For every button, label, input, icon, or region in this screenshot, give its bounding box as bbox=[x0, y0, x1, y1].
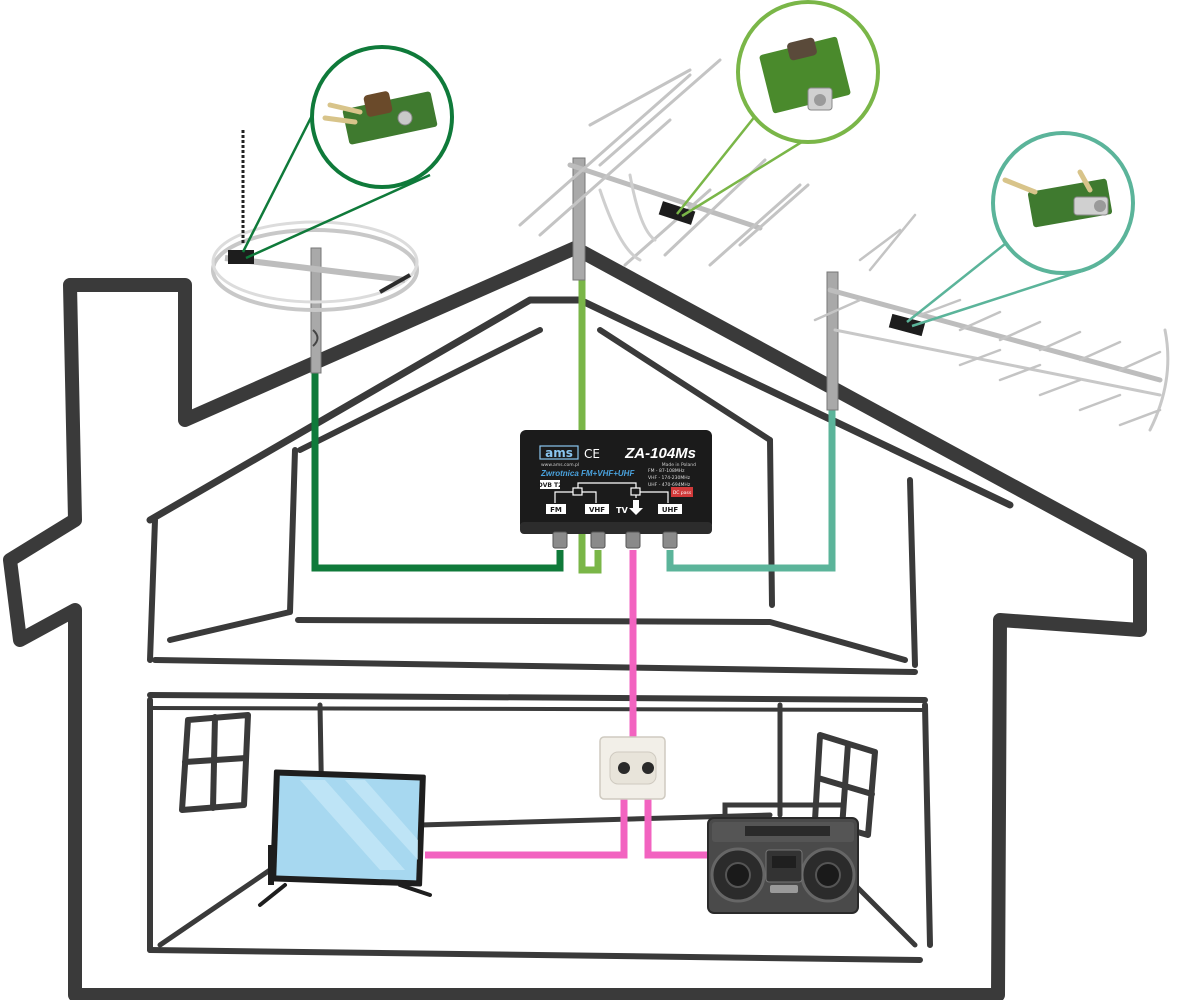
combiner-port-tv-label: TV bbox=[616, 506, 628, 515]
room-floor-perspective-right bbox=[847, 877, 918, 948]
port-uhf-connector bbox=[662, 531, 678, 549]
room-floor bbox=[147, 947, 923, 963]
attic-right-wall bbox=[907, 477, 918, 668]
combiner-box: ams CE ZA-104Ms www.ams.com.pl Made in P… bbox=[520, 430, 712, 549]
port-tv-connector bbox=[625, 531, 641, 549]
combiner-ce-mark: CE bbox=[584, 447, 600, 461]
vhf-zoom-line-2 bbox=[681, 138, 806, 218]
combiner-brand: ams bbox=[545, 446, 573, 460]
uhf-cable bbox=[666, 410, 836, 572]
fm-cable bbox=[311, 370, 564, 572]
attic-left-wall bbox=[147, 517, 158, 663]
combiner-band-vhf: VHF - 174-230MHz bbox=[648, 475, 691, 481]
uhf-zoom-line-2 bbox=[911, 268, 1086, 328]
vhf-yagi-antenna-icon bbox=[518, 58, 810, 281]
fm-loop-antenna-icon bbox=[211, 130, 419, 374]
cables bbox=[311, 280, 836, 859]
room-ceiling-2 bbox=[148, 706, 927, 712]
house-outline bbox=[3, 241, 1147, 1000]
boombox-radio-icon bbox=[707, 802, 859, 914]
combiner-ports bbox=[552, 531, 678, 549]
wall-socket-icon bbox=[599, 736, 666, 800]
vhf-zoom-line-1 bbox=[676, 109, 761, 215]
port-vhf-connector bbox=[590, 531, 606, 549]
tv-icon bbox=[258, 769, 432, 907]
uhf-zoom-line-1 bbox=[906, 239, 1011, 323]
uhf-yagi-antenna-icon bbox=[813, 213, 1170, 432]
combiner-band-fm: FM - 87-108MHz bbox=[648, 468, 685, 474]
combiner-port-uhf-label: UHF bbox=[662, 506, 679, 514]
window-left bbox=[179, 712, 251, 813]
vhf-module-zoom bbox=[736, 0, 880, 144]
combiner-dc-note: DC pass bbox=[673, 490, 692, 496]
room-ceiling bbox=[147, 692, 928, 703]
fm-zoom-line-2 bbox=[245, 173, 431, 260]
combiner-port-fm-label: FM bbox=[550, 506, 562, 514]
attic-floor bbox=[152, 657, 918, 675]
tv-output-arrow bbox=[629, 500, 643, 515]
combiner-dvb-logo: DVB T2 bbox=[538, 482, 563, 489]
attic-inner-slope-right bbox=[597, 327, 773, 443]
attic-inner-line-1 bbox=[167, 447, 298, 643]
uhf-module-zoom bbox=[991, 131, 1135, 275]
room-right-wall bbox=[922, 702, 933, 948]
combiner-website: www.ams.com.pl bbox=[541, 462, 579, 468]
attic-inner-line-3 bbox=[767, 437, 775, 608]
house-outer-wall bbox=[3, 241, 1147, 1000]
room-back-line bbox=[417, 812, 773, 828]
vhf-cable bbox=[578, 280, 602, 574]
combiner-model: ZA-104Ms bbox=[624, 445, 696, 462]
fm-module-zoom bbox=[310, 45, 454, 189]
port-fm-connector bbox=[552, 531, 568, 549]
attic-inner-line-2 bbox=[295, 617, 908, 663]
combiner-port-vhf-label: VHF bbox=[589, 506, 605, 514]
room-floor-perspective-left bbox=[157, 867, 273, 948]
socket-radio-port bbox=[642, 762, 654, 774]
socket-tv-port bbox=[618, 762, 630, 774]
combiner-band-uhf: UHF - 470-694MHz bbox=[648, 482, 691, 488]
inner-roof bbox=[146, 296, 1014, 524]
attic-inner-slope-left bbox=[297, 327, 543, 453]
combiner-made-in: Made in Poland bbox=[662, 462, 696, 468]
combiner-product-name: Zwrotnica FM+VHF+UHF bbox=[540, 469, 635, 478]
tv-cable bbox=[425, 770, 628, 859]
combiner-circuit bbox=[554, 482, 669, 503]
